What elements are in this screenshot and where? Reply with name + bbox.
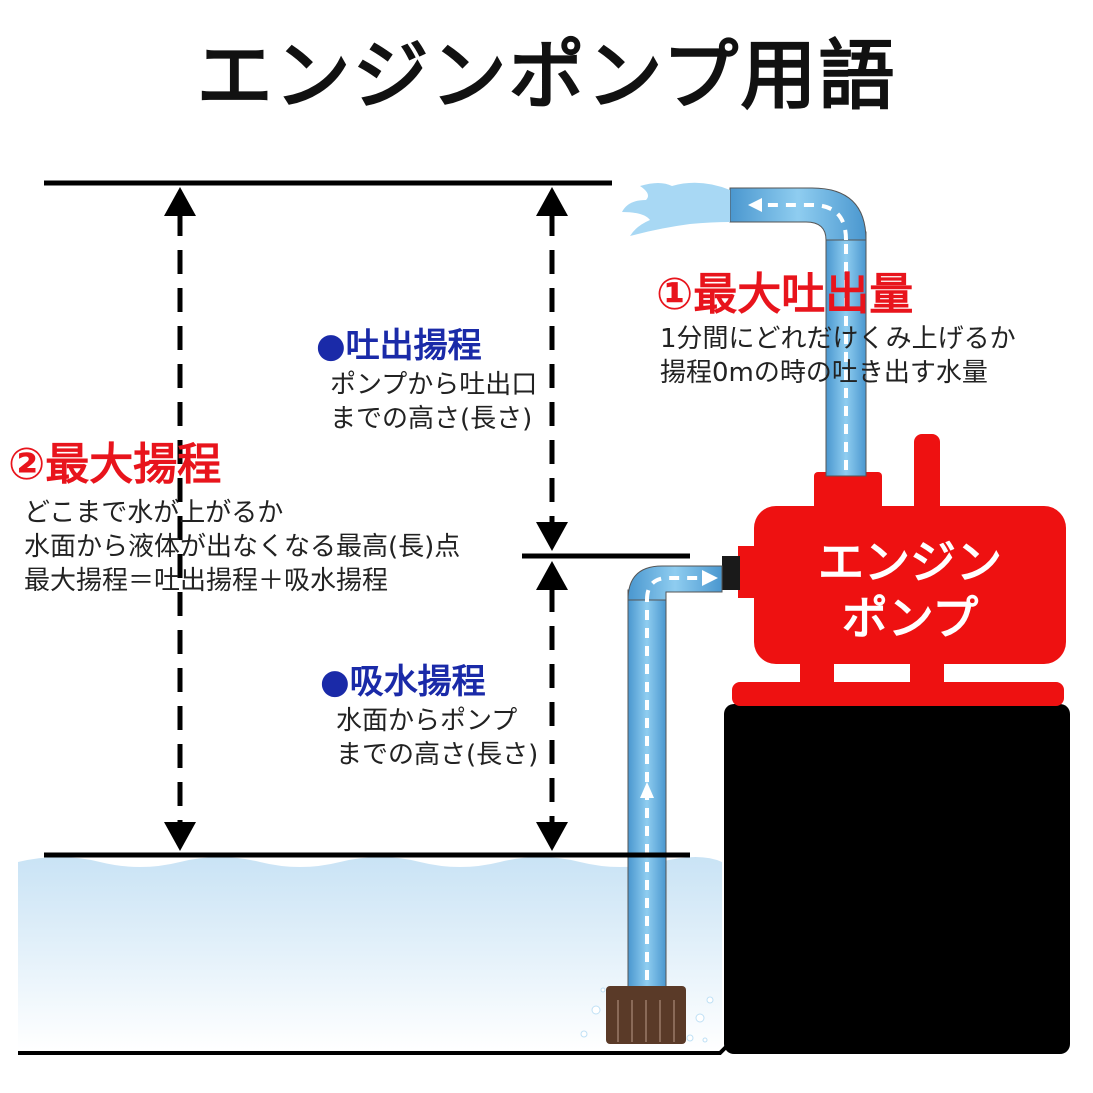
max-head-description: どこまで水が上がるか 水面から液体が出なくなる最高(長)点 最大揚程＝吐出揚程＋… — [24, 496, 460, 598]
max-flow-line: 揚程0mの時の吐き出す水量 — [660, 358, 988, 388]
discharge-pipe-elbow — [729, 187, 867, 241]
pump-label: エンジン ポンプ — [780, 534, 1040, 646]
max-head-arrow-top — [164, 187, 196, 216]
flow-arrow-right — [702, 570, 718, 586]
suction-head-arrow-top — [536, 561, 568, 590]
max-head-line: 最大揚程＝吐出揚程＋吸水揚程 — [24, 566, 389, 596]
max-flow-description: 1分間にどれだけくみ上げるか 揚程0mの時の吐き出す水量 — [660, 322, 1016, 390]
pump-label-line: エンジン — [818, 535, 1002, 589]
discharge-head-line: ポンプから吐出口 — [330, 370, 538, 400]
pump-label-line: ポンプ — [841, 591, 979, 645]
page-title: エンジンポンプ用語 — [196, 31, 897, 120]
flow-arrow-up — [640, 782, 654, 798]
suction-head-line: 水面からポンプ — [336, 706, 518, 736]
pump-outlet-box — [814, 472, 882, 512]
water-body — [18, 857, 722, 1050]
discharge-head-arrow-top — [536, 187, 568, 216]
discharge-head-description: ポンプから吐出口 までの高さ(長さ) — [330, 368, 537, 436]
bubbles — [580, 987, 714, 1043]
pump-tower — [914, 434, 940, 524]
suction-pipe-elbow — [627, 565, 723, 601]
discharge-head-heading: ●吐出揚程 — [316, 326, 482, 366]
suction-head-description: 水面からポンプ までの高さ(長さ) — [336, 704, 538, 772]
max-head-arrow-bottom — [164, 822, 196, 851]
pump-body — [754, 506, 1066, 664]
water-spray — [622, 182, 730, 236]
flow-arrow-left — [748, 198, 762, 212]
max-flow-heading: ①最大吐出量 — [656, 269, 914, 320]
max-flow-line: 1分間にどれだけくみ上げるか — [660, 324, 1016, 354]
max-head-line: 水面から液体が出なくなる最高(長)点 — [24, 532, 461, 562]
discharge-head-line: までの高さ(長さ) — [330, 404, 533, 434]
max-head-heading: ②最大揚程 — [8, 439, 222, 490]
pump-inlet-box — [738, 546, 762, 598]
suction-head-line: までの高さ(長さ) — [336, 740, 539, 770]
pump-inlet-joint — [722, 556, 740, 590]
suction-head-arrow-bottom — [536, 822, 568, 851]
discharge-head-arrow-bottom — [536, 522, 568, 551]
suction-head-heading: ●吸水揚程 — [320, 662, 486, 702]
max-head-line: どこまで水が上がるか — [24, 498, 284, 528]
stand — [724, 704, 1070, 1054]
pump-base — [732, 682, 1064, 706]
